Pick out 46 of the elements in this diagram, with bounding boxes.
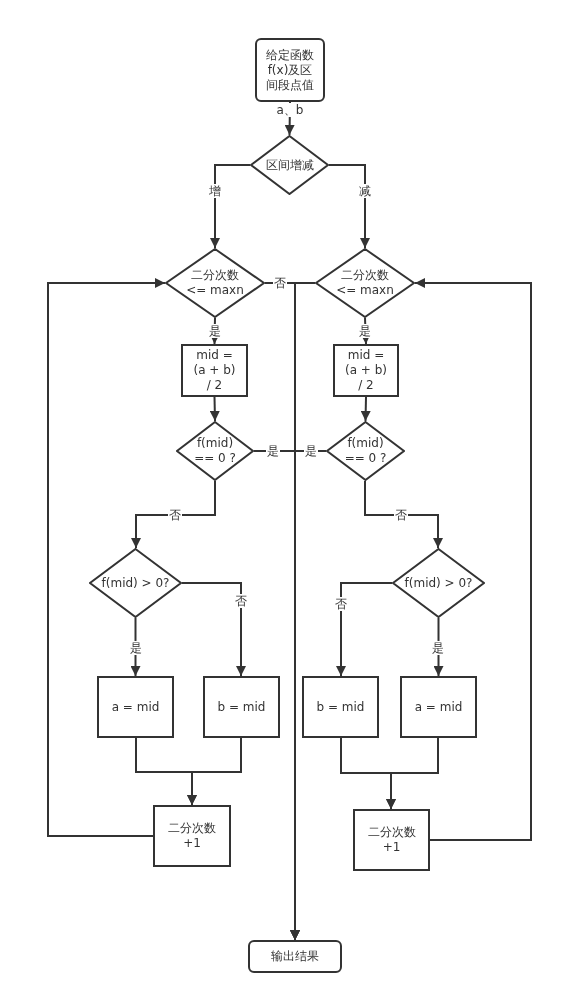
edge-label: 否 [234,594,248,608]
arrow [328,164,370,249]
terminal-box: 输出结果 [248,940,342,973]
arrow [47,278,166,837]
edge-label: 否 [168,508,182,522]
arrow [336,582,393,677]
decision-diamond: f(mid) > 0? [392,548,485,618]
decision-diamond: f(mid) > 0? [89,548,182,618]
edge-label: 是 [358,324,372,338]
terminal-box: 给定函数f(x)及区间段点值 [255,38,325,102]
process-box: a = mid [400,676,477,738]
process-box: mid = (a + b) / 2 [333,344,399,397]
edge-label: 是 [129,641,143,655]
arrow [386,737,439,810]
process-box: b = mid [203,676,280,738]
edge-label: 增 [208,184,222,198]
process-box: b = mid [302,676,379,738]
edge-label: a、b [275,103,305,117]
decision-diamond: f(mid) == 0 ? [326,421,405,481]
edge-label: 是 [266,444,280,458]
decision-diamond: f(mid) == 0 ? [176,421,254,481]
arrow [290,450,327,941]
decision-diamond: 二分次数 <= maxn [315,248,415,318]
arrow [209,396,220,422]
arrow [360,396,371,422]
arrow [414,278,532,841]
edge-label: 是 [208,324,222,338]
arrow [364,480,443,549]
edge-label: 否 [334,597,348,611]
edge-label: 是 [304,444,318,458]
process-box: 二分次数 +1 [153,805,231,867]
arrow [210,164,251,249]
edge-label: 否 [394,508,408,522]
process-box: 二分次数 +1 [353,809,430,871]
decision-diamond: 区间增减 [250,135,329,195]
arrow [433,617,444,677]
arrow [181,582,246,677]
process-box: mid = (a + b) / 2 [181,344,248,397]
arrow [130,617,141,677]
arrow [131,480,216,549]
edge-label: 是 [431,641,445,655]
arrow [187,737,242,806]
edge-label: 否 [273,276,287,290]
decision-diamond: 二分次数 <= maxn [165,248,265,318]
edge-label: 减 [358,184,372,198]
process-box: a = mid [97,676,174,738]
